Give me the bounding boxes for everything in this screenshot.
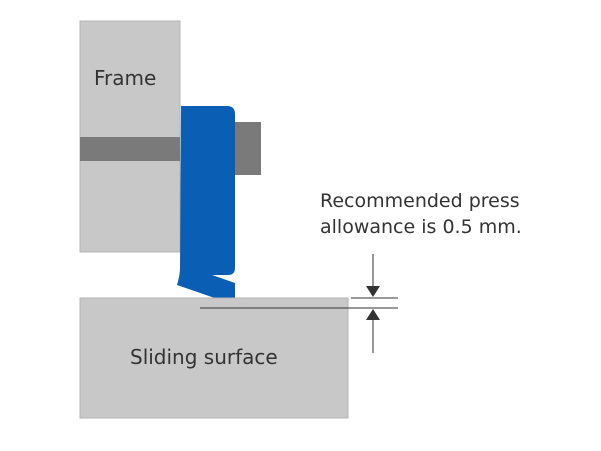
press-allowance-note-line1: Recommended press bbox=[320, 190, 520, 212]
frame-block bbox=[79, 20, 181, 253]
frame-label: Frame bbox=[94, 66, 156, 90]
sliding-surface-block bbox=[79, 297, 349, 419]
press-allowance-note-line2: allowance is 0.5 mm. bbox=[320, 216, 522, 238]
seal-lip bbox=[177, 106, 235, 305]
dimension-arrow-up-icon bbox=[366, 309, 380, 320]
frame-groove-bar bbox=[80, 137, 180, 161]
dimension-arrow-down-icon bbox=[366, 286, 380, 297]
retainer-block bbox=[234, 122, 261, 175]
sliding-surface-label: Sliding surface bbox=[130, 345, 278, 369]
